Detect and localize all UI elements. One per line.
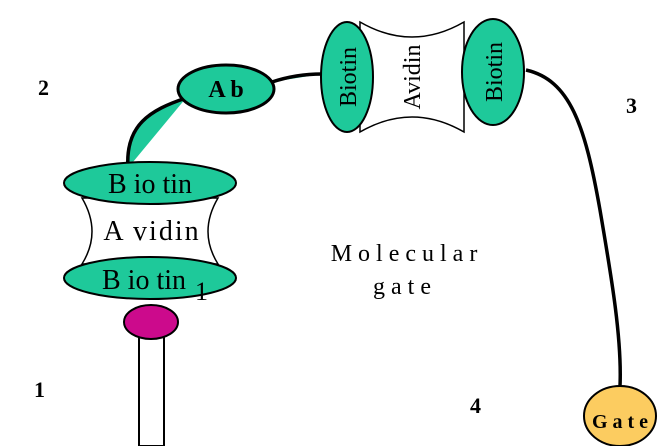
tether-ab-to-lower-biotin	[126, 96, 187, 169]
lower-avidin-shape	[80, 197, 220, 265]
label-number-1: 1	[34, 377, 45, 402]
upper-right-biotin	[461, 18, 525, 126]
center-label-line1: M o l e c u l a r	[331, 241, 478, 267]
upper-avidin-shape	[359, 20, 465, 134]
gate-ellipse	[583, 385, 657, 446]
upper-right-biotin-label: Biotin	[482, 42, 508, 102]
channel-pillar	[138, 333, 165, 446]
lower-avidin-label: A vidin	[103, 216, 200, 247]
lower-subscript-label: 1	[195, 277, 208, 306]
upper-left-biotin	[320, 21, 374, 133]
gate-label: G a t e	[592, 411, 648, 433]
upper-left-biotin-label: Biotin	[336, 47, 362, 107]
lower-top-biotin-label: B io tin	[108, 169, 192, 200]
lower-top-biotin	[63, 161, 237, 205]
tether-ab-to-upper-biotin	[271, 72, 323, 84]
antibody-ellipse	[176, 63, 276, 115]
label-number-4: 4	[470, 393, 481, 418]
lower-bottom-biotin	[63, 256, 237, 300]
anchor-ellipse	[123, 304, 179, 340]
antibody-label: A b	[208, 77, 243, 103]
center-label-line2: g a t e	[373, 274, 431, 300]
label-number-3: 3	[626, 93, 637, 118]
upper-avidin-label: Avidin	[400, 45, 426, 110]
lower-bottom-biotin-label: B io tin	[102, 265, 186, 296]
label-number-2: 2	[38, 75, 49, 100]
tether-biotin-to-gate	[525, 68, 622, 387]
